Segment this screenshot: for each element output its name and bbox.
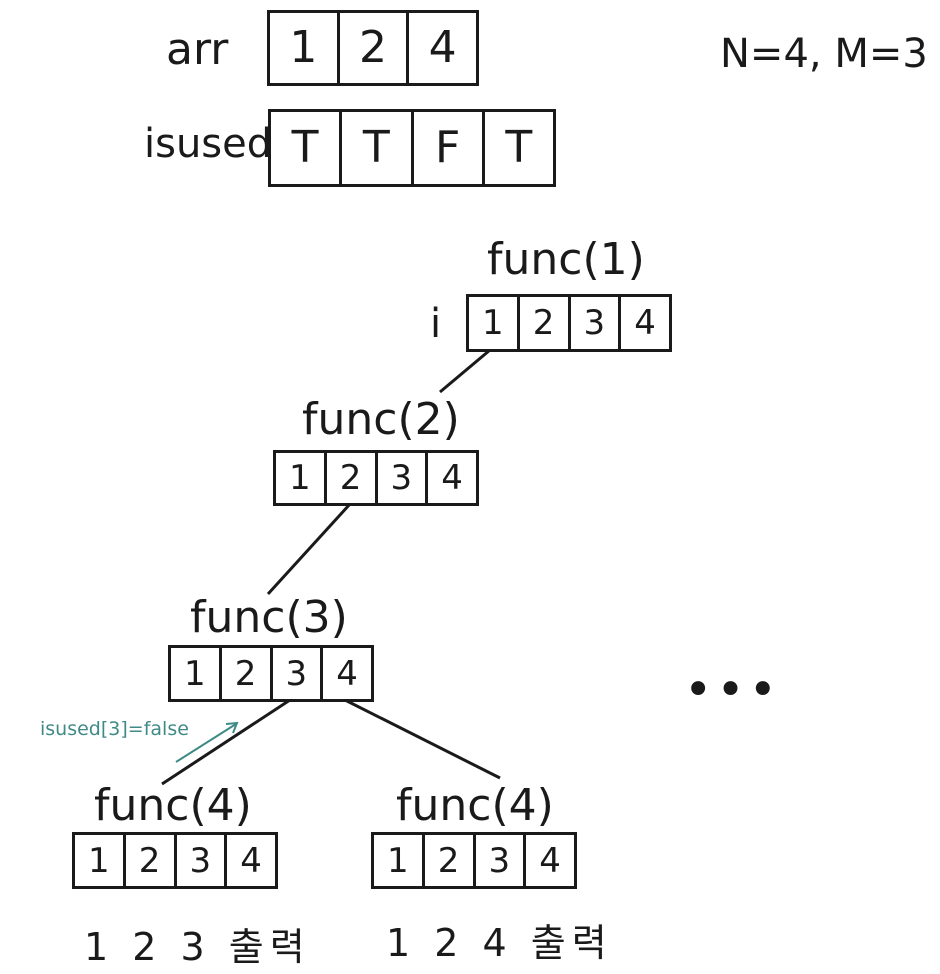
func2-title: func(2) [302, 394, 460, 445]
func2-cell: 4 [441, 458, 463, 498]
func3-cell: 1 [171, 648, 222, 699]
edge-func1-func2 [439, 348, 491, 394]
func1-row-label: i [430, 301, 442, 347]
func4a-title: func(4) [94, 780, 252, 831]
func1-title: func(1) [487, 234, 645, 285]
func4a-array: 1 2 3 4 [72, 832, 278, 889]
func3-cell: 4 [336, 653, 358, 694]
func3-cell: 2 [222, 648, 273, 699]
annotation-arrowhead [225, 721, 239, 734]
func1-cell: 1 [469, 297, 520, 349]
func4b-cell: 4 [539, 840, 561, 881]
arr-cell: 2 [340, 13, 410, 83]
arr-cell: 1 [270, 13, 340, 83]
func4a-cell: 4 [240, 840, 262, 881]
func3-array: 1 2 3 4 [168, 645, 374, 702]
func3-cell: 3 [273, 648, 324, 699]
func4a-cell: 2 [126, 835, 177, 886]
edge-func2-func3 [266, 502, 352, 596]
isused-cell: F [414, 112, 485, 184]
params-text: N=4, M=3 [720, 31, 928, 77]
arr-array: 1 2 4 [267, 10, 479, 86]
func4b-cell: 3 [476, 835, 527, 886]
func2-cell: 1 [276, 453, 327, 503]
func2-cell: 3 [378, 453, 429, 503]
func3-title: func(3) [190, 592, 348, 643]
edge-func3-func4b [344, 698, 501, 780]
func4b-cell: 1 [374, 835, 425, 886]
ellipsis: ••• [684, 662, 781, 718]
edge-func3-func4a [161, 698, 291, 786]
isused-cell: T [505, 122, 533, 173]
func4b-cell: 2 [425, 835, 476, 886]
isused-reset-annotation: isused[3]=false [40, 718, 189, 740]
func1-cell: 4 [634, 303, 656, 343]
func1-cell: 3 [571, 297, 622, 349]
func4b-array: 1 2 3 4 [371, 832, 577, 889]
func2-array: 1 2 3 4 [273, 450, 479, 506]
func4a-output: 1 2 3 출력 [84, 925, 311, 969]
func2-cell: 2 [327, 453, 378, 503]
arr-label: arr [166, 24, 229, 75]
isused-label: isused [144, 121, 273, 167]
func4a-cell: 1 [75, 835, 126, 886]
func4b-title: func(4) [396, 780, 554, 831]
isused-array: T T F T [268, 109, 556, 187]
func4b-output: 1 2 4 출력 [386, 921, 613, 965]
func1-cell: 2 [520, 297, 571, 349]
func1-array: 1 2 3 4 [466, 294, 672, 352]
func4a-cell: 3 [177, 835, 228, 886]
arr-cell: 4 [428, 22, 457, 73]
isused-cell: T [271, 112, 343, 184]
isused-cell: T [342, 112, 414, 184]
